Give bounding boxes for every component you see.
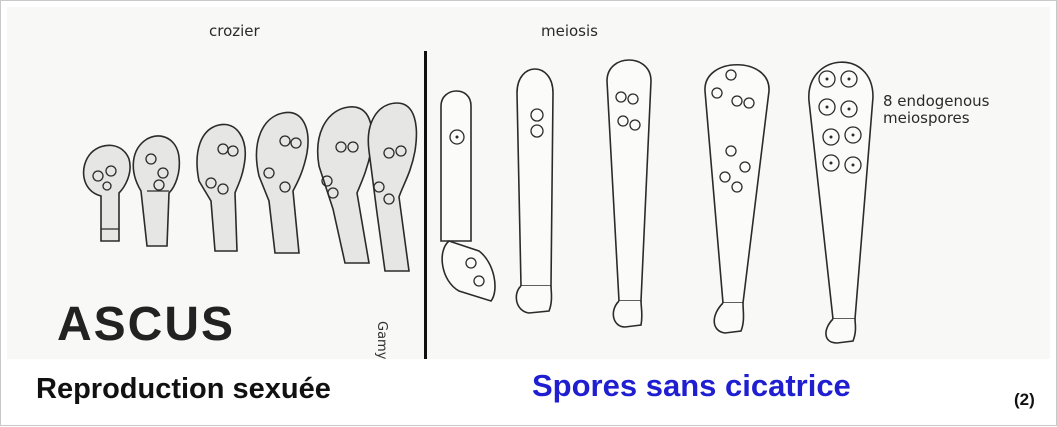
stage-divider — [424, 51, 427, 359]
reference-number: (2) — [1014, 390, 1035, 410]
crozier-stage-1 — [84, 145, 131, 241]
meiosis-label: meiosis — [541, 23, 598, 40]
crozier-stage-2 — [133, 136, 179, 246]
crozier-stage-5 — [318, 107, 372, 263]
meiosis-ascus-3 — [607, 60, 651, 327]
crozier-stage-6 — [368, 103, 416, 271]
crozier-stage-3 — [197, 124, 245, 251]
crozier-stage-4 — [256, 112, 308, 253]
endogenous-meiospores-label: 8 endogenous meiospores — [883, 93, 990, 127]
illustrator-credit: Gamy — [374, 321, 389, 359]
meiosis-ascus-1 — [441, 91, 495, 301]
meiosis-ascus-5 — [809, 62, 873, 343]
meiosis-ascus-2 — [516, 69, 553, 313]
meiosis-ascus-4 — [705, 65, 769, 333]
caption-spores: Spores sans cicatrice — [532, 368, 851, 404]
crozier-label: crozier — [209, 23, 260, 40]
caption-reproduction: Reproduction sexuée — [36, 373, 331, 406]
ascus-title: ASCUS — [57, 299, 235, 351]
